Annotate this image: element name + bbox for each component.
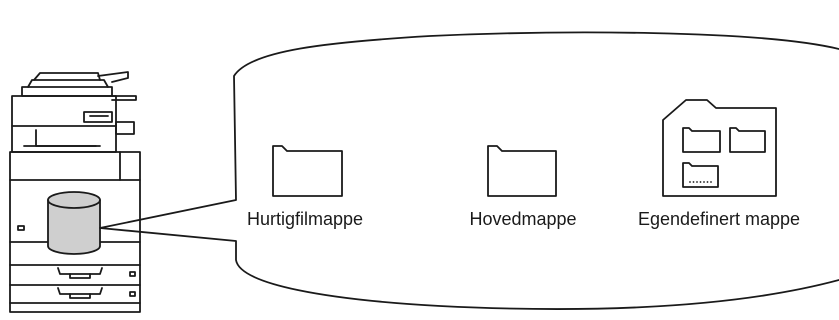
hard-disk-icon <box>47 191 101 255</box>
quick-file-folder-icon[interactable] <box>272 145 343 197</box>
custom-folder-icon[interactable] <box>662 99 777 197</box>
main-folder-icon[interactable] <box>487 145 557 197</box>
quick-file-folder-label: Hurtigfilmappe <box>247 209 363 229</box>
storage-callout-bubble <box>99 31 839 310</box>
multifunction-printer-icon <box>9 71 141 313</box>
custom-folder-label: Egendefinert mappe <box>638 209 800 229</box>
more-items-dots <box>689 181 712 183</box>
main-folder-label: Hovedmappe <box>469 209 576 229</box>
